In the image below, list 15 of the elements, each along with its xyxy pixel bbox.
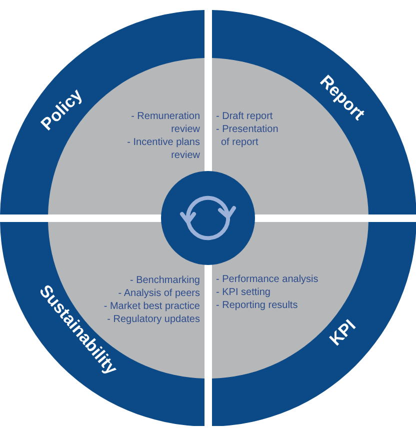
bullet-item: - Benchmarking xyxy=(128,274,200,287)
bullet-item: - Performance analysis xyxy=(216,273,320,286)
quadrant-segment xyxy=(0,10,204,214)
quadrant-segment xyxy=(212,10,416,214)
quadrant-segment xyxy=(212,222,416,426)
bullet-item: - Incentive plans review xyxy=(126,136,200,162)
segment-heading: KPI xyxy=(326,316,360,350)
bullet-item: - Analysis of peers xyxy=(117,287,200,300)
bullet-item: - KPI setting xyxy=(216,286,272,299)
quadrant-segment xyxy=(0,222,204,426)
bullet-item: - Remuneration review xyxy=(130,110,200,136)
bullet-item: - Draft report xyxy=(216,110,274,123)
bullet-item: - Reporting results xyxy=(216,299,299,312)
bullet-item: - Regulatory updates xyxy=(107,314,200,325)
bullet-item: - Presentation of report xyxy=(216,123,280,149)
